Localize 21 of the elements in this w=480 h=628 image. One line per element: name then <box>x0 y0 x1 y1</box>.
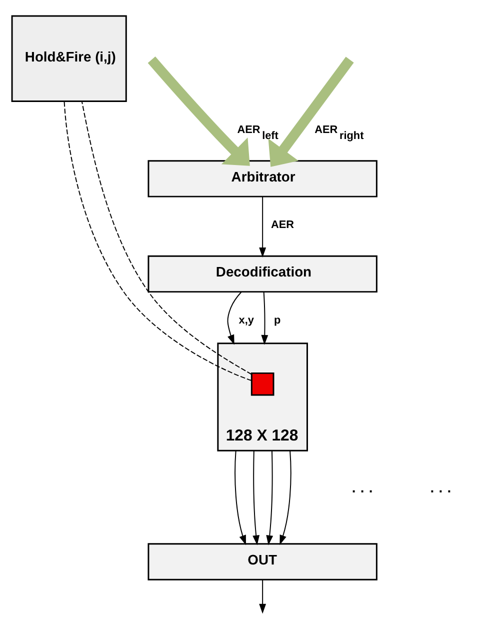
label: · · · <box>430 482 452 498</box>
arrow <box>252 450 260 545</box>
arrow <box>259 578 266 614</box>
label: · · · <box>352 482 374 498</box>
edge-label: p <box>274 314 281 326</box>
arrow <box>261 290 268 344</box>
node-box: OUT <box>148 542 378 580</box>
node-box: Arbitrator <box>148 160 378 197</box>
edge-label: x,y <box>238 314 254 326</box>
arrow <box>227 291 242 344</box>
cluster: 128 X 128 <box>217 342 308 451</box>
arrow <box>266 450 274 545</box>
arrow <box>280 450 292 545</box>
edge-label: AER <box>271 218 294 231</box>
arrow <box>259 196 266 257</box>
arrow <box>234 450 246 545</box>
node-box <box>250 372 274 396</box>
node-box: Hold&Fire (i,j) <box>11 14 127 102</box>
arrow <box>148 56 250 166</box>
node-box: Decodification <box>148 254 378 292</box>
arrow <box>268 56 354 166</box>
